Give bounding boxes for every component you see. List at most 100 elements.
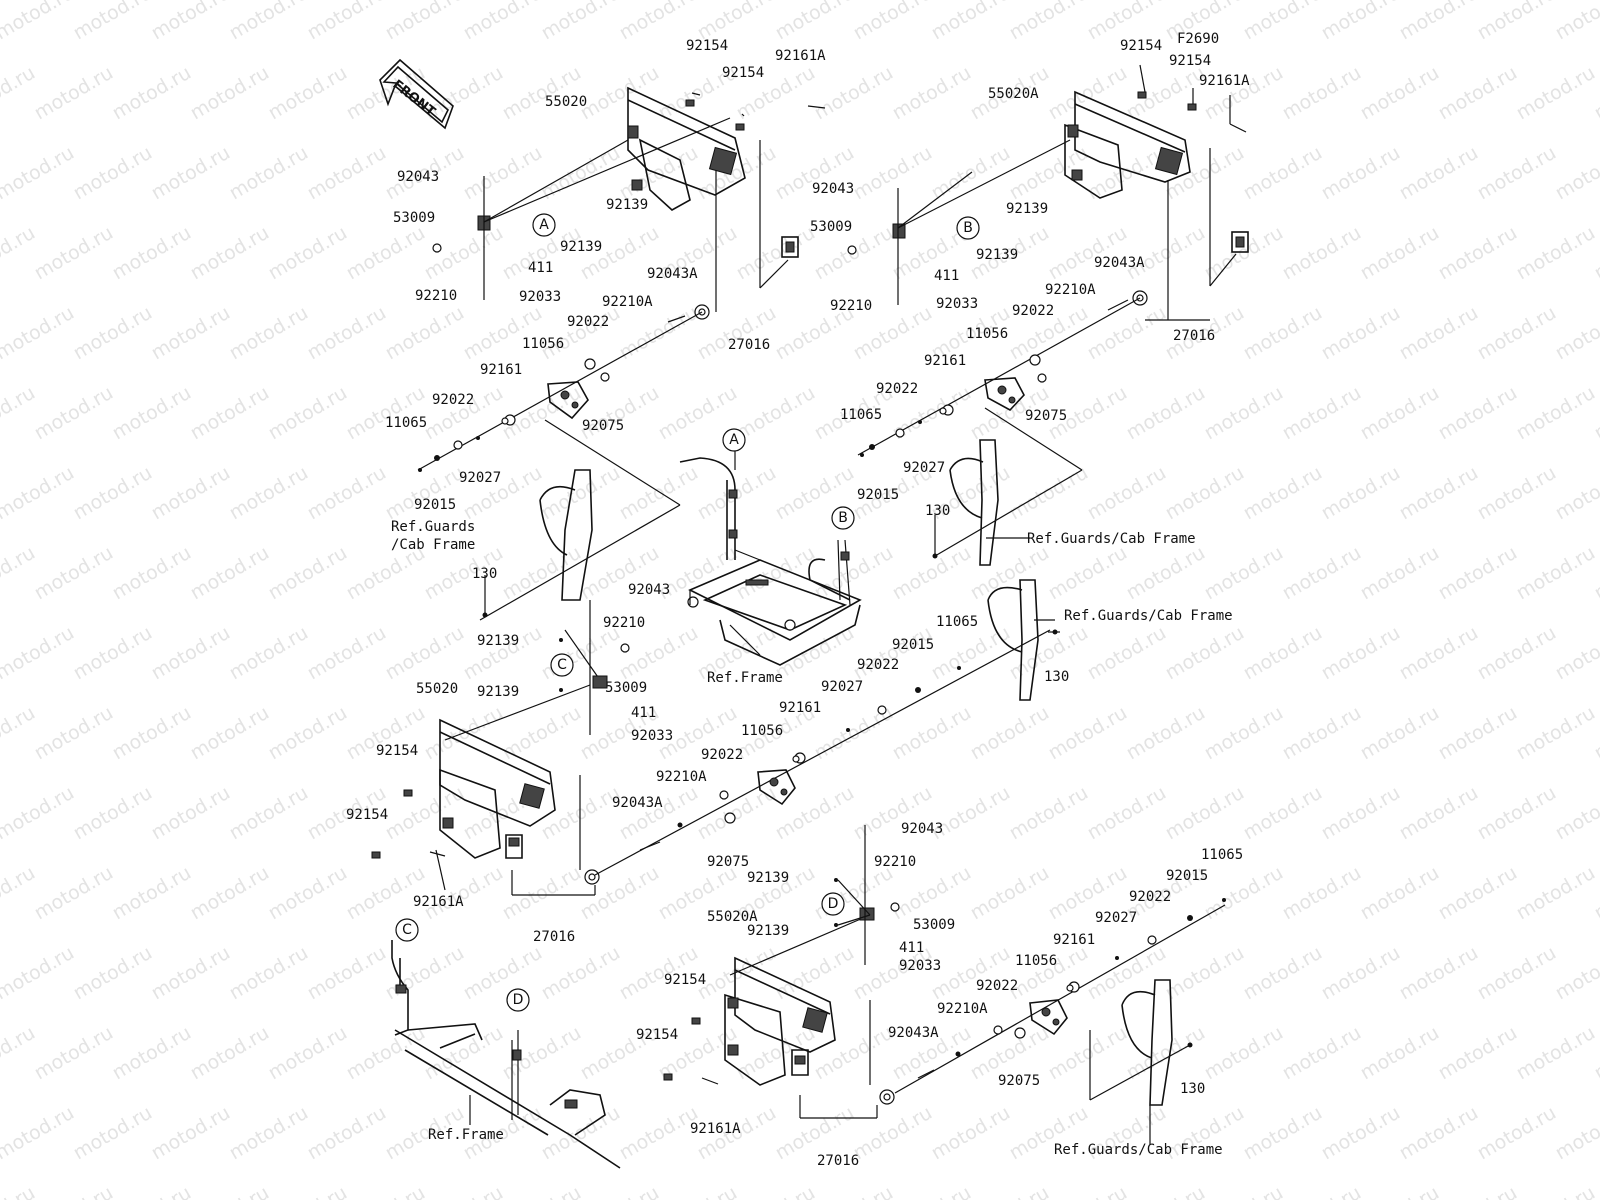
svg-text:D: D bbox=[513, 992, 524, 1008]
watermark-text: motod.ru bbox=[187, 382, 273, 445]
watermark-text: motod.ru bbox=[1513, 862, 1599, 925]
part-label: 92210A bbox=[1045, 282, 1096, 298]
watermark-text: motod.ru bbox=[1435, 62, 1521, 125]
watermark-text: motod.ru bbox=[811, 542, 897, 605]
watermark-text: motod.ru bbox=[967, 702, 1053, 765]
watermark-text: motod.ru bbox=[1201, 1182, 1287, 1200]
part-label: 11056 bbox=[1015, 953, 1057, 969]
watermark-text: motod.ru bbox=[538, 142, 624, 205]
watermark-text: motod.ru bbox=[70, 622, 156, 685]
watermark-text: motod.ru bbox=[265, 702, 351, 765]
svg-text:C: C bbox=[557, 657, 567, 673]
watermark-text: motod.ru bbox=[1396, 302, 1482, 365]
watermark-text: motod.ru bbox=[0, 622, 78, 685]
center-frame bbox=[679, 450, 862, 666]
watermark-text: motod.ru bbox=[499, 62, 585, 125]
watermark-text: motod.ru bbox=[1162, 942, 1248, 1005]
part-label: Ref.Frame bbox=[428, 1127, 504, 1143]
watermark-text: motod.ru bbox=[1006, 0, 1092, 44]
watermark-text: motod.ru bbox=[226, 462, 312, 525]
watermark-text: motod.ru bbox=[109, 702, 195, 765]
watermark-text: motod.ru bbox=[1279, 862, 1365, 925]
watermark-text: motod.ru bbox=[1435, 862, 1521, 925]
watermark-text: motod.ru bbox=[1279, 62, 1365, 125]
part-label: 92075 bbox=[1025, 408, 1067, 424]
watermark-text: motod.ru bbox=[1396, 622, 1482, 685]
watermark-text: motod.ru bbox=[1474, 0, 1560, 44]
watermark-text: motod.ru bbox=[1318, 302, 1404, 365]
watermark-text: motod.ru bbox=[1045, 542, 1131, 605]
part-label: 130 bbox=[925, 503, 950, 519]
part-label: 92043 bbox=[812, 181, 854, 197]
part-label: 92075 bbox=[582, 418, 624, 434]
top-left-assembly bbox=[417, 86, 826, 621]
part-label: 92139 bbox=[747, 870, 789, 886]
part-label: 55020 bbox=[545, 94, 587, 110]
part-label: 92154 bbox=[686, 38, 728, 54]
part-label: 130 bbox=[1180, 1081, 1205, 1097]
part-label: 411 bbox=[528, 260, 553, 276]
svg-text:B: B bbox=[963, 220, 973, 236]
watermark-text: motod.ru bbox=[1006, 782, 1092, 845]
part-label: 92043A bbox=[612, 795, 663, 811]
watermark-text: motod.ru bbox=[577, 1182, 663, 1200]
watermark-text: motod.ru bbox=[421, 862, 507, 925]
watermark-text: motod.ru bbox=[1084, 782, 1170, 845]
watermark-text: motod.ru bbox=[1474, 942, 1560, 1005]
svg-text:C: C bbox=[402, 922, 412, 938]
part-label: 11056 bbox=[741, 723, 783, 739]
part-label: 53009 bbox=[605, 680, 647, 696]
watermark-text: motod.ru bbox=[0, 1022, 39, 1085]
watermark-text: motod.ru bbox=[1240, 622, 1326, 685]
part-label: 92161A bbox=[775, 48, 826, 64]
watermark-text: motod.ru bbox=[1474, 622, 1560, 685]
bottom-left-frame bbox=[391, 940, 621, 1169]
watermark-text: motod.ru bbox=[1318, 782, 1404, 845]
circle-ref-a-frame: A bbox=[722, 428, 746, 452]
part-label: Ref.Frame bbox=[707, 670, 783, 686]
part-label: Ref.Guards/Cab Frame bbox=[1054, 1142, 1223, 1158]
watermark-text: motod.ru bbox=[304, 142, 390, 205]
watermark-text: motod.ru bbox=[1201, 702, 1287, 765]
watermark-text: motod.ru bbox=[70, 1102, 156, 1165]
watermark-text: motod.ru bbox=[1396, 1102, 1482, 1165]
watermark-text: motod.ru bbox=[811, 62, 897, 125]
part-label: 55020A bbox=[707, 909, 758, 925]
circle-ref-c: C bbox=[550, 653, 574, 677]
part-label: 92210 bbox=[874, 854, 916, 870]
watermark-text: motod.ru bbox=[733, 382, 819, 445]
watermark-text: motod.ru bbox=[1318, 142, 1404, 205]
watermark-text: motod.ru bbox=[1396, 782, 1482, 845]
part-label: 92210 bbox=[603, 615, 645, 631]
watermark-text: motod.ru bbox=[382, 782, 468, 845]
watermark-text: motod.ru bbox=[226, 0, 312, 44]
watermark-text: motod.ru bbox=[1474, 142, 1560, 205]
watermark-text: motod.ru bbox=[1552, 462, 1600, 525]
part-label: 92161 bbox=[480, 362, 522, 378]
watermark-text: motod.ru bbox=[1513, 1022, 1599, 1085]
watermark-text: motod.ru bbox=[304, 302, 390, 365]
watermark-text: motod.ru bbox=[850, 0, 936, 44]
watermark-text: motod.ru bbox=[1201, 542, 1287, 605]
watermark-text: motod.ru bbox=[1318, 462, 1404, 525]
watermark-text: motod.ru bbox=[0, 542, 39, 605]
watermark-text: motod.ru bbox=[1357, 862, 1443, 925]
watermark-text: motod.ru bbox=[1123, 382, 1209, 445]
watermark-text: motod.ru bbox=[31, 862, 117, 925]
watermark-text: motod.ru bbox=[109, 862, 195, 925]
watermark-text: motod.ru bbox=[1552, 782, 1600, 845]
watermark-text: motod.ru bbox=[928, 1102, 1014, 1165]
part-label: 130 bbox=[472, 566, 497, 582]
watermark-text: motod.ru bbox=[1162, 622, 1248, 685]
watermark-text: motod.ru bbox=[538, 1102, 624, 1165]
watermark-text: motod.ru bbox=[1162, 782, 1248, 845]
watermark-text: motod.ru bbox=[733, 222, 819, 285]
watermark-text: motod.ru bbox=[1240, 142, 1326, 205]
part-label: 92154 bbox=[376, 743, 418, 759]
watermark-text: motod.ru bbox=[343, 862, 429, 925]
watermark-text: motod.ru bbox=[1552, 302, 1600, 365]
watermark-text: motod.ru bbox=[1513, 222, 1599, 285]
watermark-text: motod.ru bbox=[1084, 462, 1170, 525]
watermark-text: motod.ru bbox=[1552, 0, 1600, 44]
